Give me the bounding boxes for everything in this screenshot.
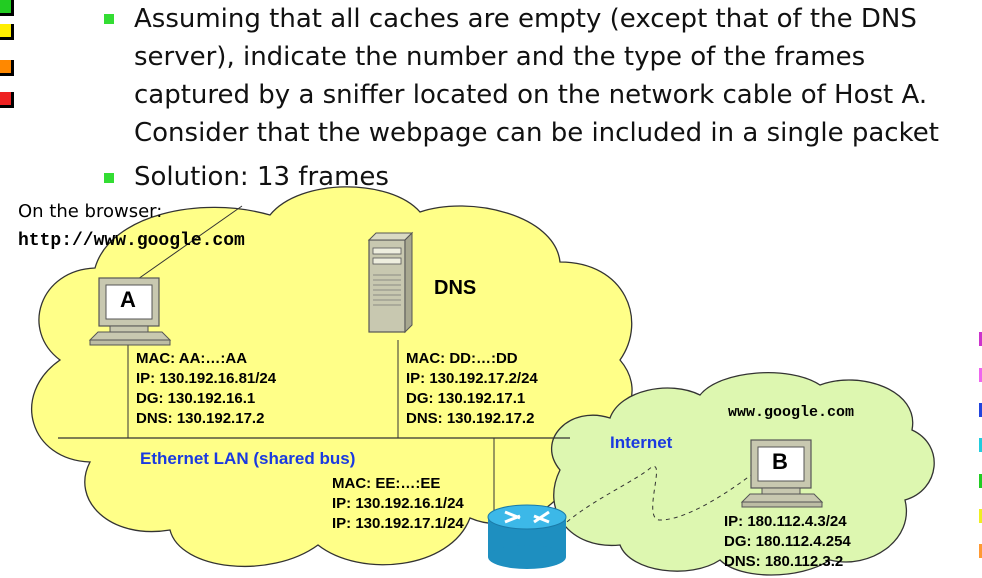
bullet-icon — [104, 14, 114, 24]
question-line: server), indicate the number and the typ… — [134, 42, 866, 72]
host-b-dns: DNS: 180.112.3.2 — [724, 553, 844, 570]
yellow-square-icon — [0, 24, 14, 40]
dns-server-dns: DNS: 130.192.17.2 — [406, 410, 535, 427]
host-a-ip: IP: 130.192.16.81/24 — [136, 370, 277, 387]
host-b-dg: DG: 180.112.4.254 — [724, 533, 851, 550]
question-line: captured by a sniffer located on the net… — [134, 80, 928, 110]
green-square-icon — [0, 0, 14, 16]
host-a-dns: DNS: 130.192.17.2 — [136, 410, 265, 427]
lan-label: Ethernet LAN (shared bus) — [140, 449, 356, 468]
browser-url: http://www.google.com — [18, 231, 245, 251]
router-ip-1: IP: 130.192.16.1/24 — [332, 495, 464, 512]
question-text: Assuming that all caches are empty (exce… — [134, 0, 974, 152]
host-a-mac: MAC: AA:…:AA — [136, 350, 248, 367]
host-b-ip: IP: 180.112.4.3/24 — [724, 513, 847, 530]
internet-label: Internet — [610, 433, 673, 452]
orange-square-icon — [0, 60, 14, 76]
router-icon — [487, 504, 567, 569]
router-ip-2: IP: 130.192.17.1/24 — [332, 515, 464, 532]
red-square-icon — [0, 92, 14, 108]
dns-server-icon — [367, 231, 414, 334]
dns-server-dg: DG: 130.192.17.1 — [406, 390, 526, 407]
question-line: Consider that the webpage can be include… — [134, 118, 939, 148]
browser-caption: On the browser: — [18, 201, 163, 222]
internet-cloud — [550, 372, 935, 576]
question-line: Assuming that all caches are empty (exce… — [134, 4, 917, 34]
host-b-letter: B — [772, 449, 788, 474]
bullet-icon — [104, 173, 114, 183]
host-a-dg: DG: 130.192.16.1 — [136, 390, 256, 407]
dns-server-name: DNS — [434, 277, 477, 299]
host-b-computer-icon — [740, 439, 824, 508]
host-a-computer-icon — [88, 277, 172, 346]
host-a-letter: A — [120, 287, 136, 312]
browser-pointer — [127, 205, 243, 287]
dns-server-ip: IP: 130.192.17.2/24 — [406, 370, 538, 387]
dns-server-mac: MAC: DD:…:DD — [406, 350, 518, 367]
host-b-hostname: www.google.com — [728, 404, 855, 421]
router-mac: MAC: EE:…:EE — [332, 475, 441, 492]
internet-path — [544, 459, 771, 546]
